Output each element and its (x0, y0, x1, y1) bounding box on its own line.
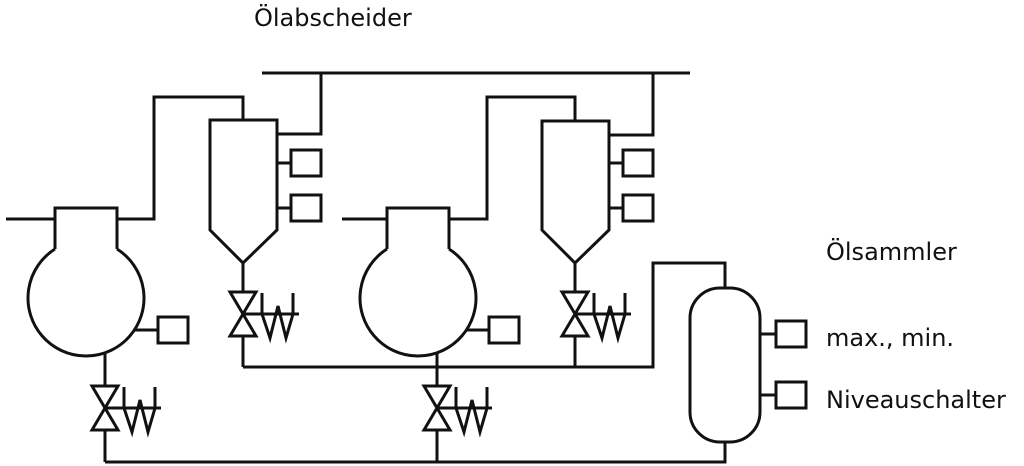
compressor-2-sensor-box (466, 315, 521, 345)
label-oil-collector: Ölsammler (826, 238, 957, 266)
compressor-1-sensor-box (134, 315, 190, 345)
discharge-header-line (262, 71, 690, 137)
compressor-2-valve-icon (421, 354, 492, 462)
separator-2-sensor-box-lower (609, 193, 655, 223)
oil-separator-1 (208, 118, 279, 266)
separator-2-valve-icon (559, 263, 631, 367)
label-oil-separator: Ölabscheider (254, 4, 412, 32)
separator-1-sensor-box-upper (277, 148, 323, 178)
oil-collector (688, 286, 762, 444)
label-level-switch: Niveauschalter (826, 386, 1006, 414)
label-max-min: max., min. (826, 324, 955, 352)
compressor-1-valve-icon (89, 354, 161, 462)
separator-oil-return-line (243, 261, 727, 369)
separator-1-sensor-box-lower (277, 193, 323, 223)
compressor-2 (342, 95, 577, 358)
collector-oil-return-line (105, 442, 727, 464)
oil-separator-2 (540, 119, 611, 266)
collector-sensor-box-max-min (760, 319, 808, 349)
separator-2-sensor-box-upper (609, 148, 655, 178)
separator-1-valve-icon (227, 263, 299, 367)
collector-sensor-box-level-switch (760, 380, 808, 410)
compressor-1 (6, 95, 245, 358)
